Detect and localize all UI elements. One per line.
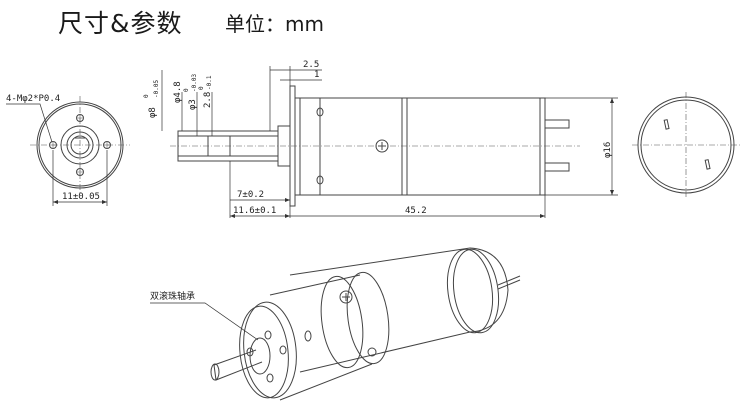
dim-28: 2.8 (203, 92, 213, 108)
iso-rear-cap (452, 248, 500, 334)
iso-terminal (497, 275, 521, 286)
iso-motor-outline (289, 247, 509, 373)
body-screw-bottom (316, 175, 324, 185)
iso-side-hole (304, 330, 312, 342)
page-title: 尺寸&参数 (58, 9, 183, 38)
dim-phi8-sub: -0.05 (153, 80, 160, 98)
mounting-holes (49, 114, 111, 176)
dim-phi48: φ4.8 (173, 81, 183, 103)
iso-front-face (243, 301, 297, 399)
dim-phi8-sup: 0 (143, 94, 150, 98)
terminal-top (544, 119, 570, 129)
unit-label: 单位：mm (225, 12, 324, 36)
dim-phi3-sub: -0.03 (191, 74, 198, 92)
rear-terminal-top (663, 119, 670, 130)
body-screw-top (316, 107, 324, 117)
dim-1: 1 (314, 70, 319, 80)
iso-bearing (249, 337, 271, 375)
iso-gearbox-ring (346, 271, 390, 365)
rear-terminal-bottom (704, 159, 711, 170)
isometric-view: 双滚珠轴承 (150, 247, 521, 401)
dim-phi3: φ3 (188, 99, 198, 110)
dim-28-sup: 0 (198, 86, 205, 90)
hole-spec-label: 4-Mφ2*P0.4 (6, 94, 60, 104)
hole-leader-line (6, 103, 53, 143)
iso-shaft (213, 349, 263, 381)
dim-7-label: 7±0.2 (237, 190, 264, 200)
iso-screw (367, 347, 377, 357)
dim-45-2-label: 45.2 (405, 206, 427, 216)
rear-view (632, 92, 740, 198)
dim-phi8: φ8 (148, 107, 158, 118)
terminal-bottom (544, 162, 570, 172)
dim-2-5: 2.5 (303, 60, 319, 70)
front-view: 4-Mφ2*P0.4 11±0.05 (6, 94, 130, 206)
front-width-dim-label: 11±0.05 (62, 192, 100, 202)
dim-11-6-label: 11.6±0.1 (233, 206, 276, 216)
motor-body (406, 97, 546, 196)
bearing-label: 双滚珠轴承 (150, 290, 195, 302)
iso-cross-screw (339, 290, 353, 304)
dim-28-sub: -0.1 (206, 75, 213, 90)
gearbox-body (294, 97, 408, 196)
dim-phi16-label: φ16 (603, 142, 613, 158)
bearing-leader (150, 302, 259, 341)
dim-phi3-sup: 0 (183, 88, 190, 92)
side-view: φ8 0 -0.05 φ4.8 φ3 0 -0.03 2.8 0 -0.1 2.… (143, 60, 618, 218)
